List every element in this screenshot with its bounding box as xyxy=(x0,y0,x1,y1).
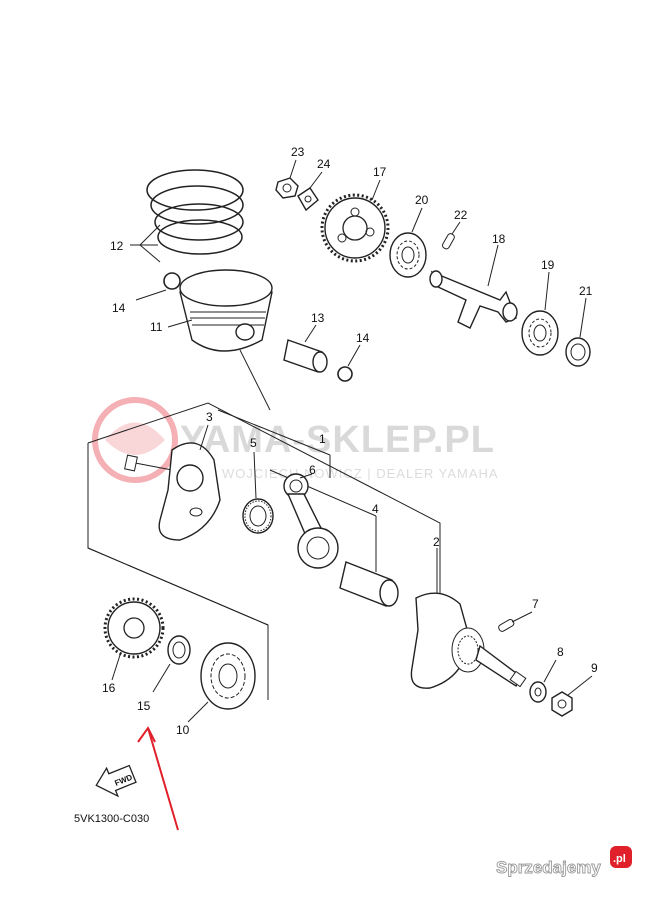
watermark-logo-icon xyxy=(92,397,178,483)
crank-web-right xyxy=(410,592,527,689)
marketplace-logo: Sprzedajemy .pl xyxy=(496,846,632,877)
annotation-arrow xyxy=(137,726,179,831)
watermark: YAMA-SKLEP.PL WOJCIECH NOWICZ | DEALER Y… xyxy=(92,397,499,483)
oil-seal xyxy=(565,337,591,367)
callout-11: 11 xyxy=(150,320,163,334)
callout-17: 17 xyxy=(373,165,387,179)
callout-10: 10 xyxy=(176,723,190,737)
woodruff-key-upper xyxy=(442,233,455,250)
piston-rings xyxy=(146,169,244,255)
callout-9: 9 xyxy=(591,661,598,675)
woodruff-key-lower xyxy=(498,619,515,632)
callout-3: 3 xyxy=(206,410,213,424)
circlip-left xyxy=(163,272,181,290)
callout-13: 13 xyxy=(311,311,325,325)
callout-20: 20 xyxy=(415,193,429,207)
bearing-upper-right xyxy=(521,310,559,356)
callout-15: 15 xyxy=(137,699,151,713)
primary-drive-gear xyxy=(103,597,165,659)
callout-leader-12 xyxy=(130,224,161,263)
watermark-title: YAMA-SKLEP.PL xyxy=(180,419,495,461)
callout-14-left: 14 xyxy=(112,301,126,315)
marketplace-logo-text: Sprzedajemy xyxy=(496,858,601,877)
callout-12: 12 xyxy=(110,239,124,253)
part-code: 5VK1300-C030 xyxy=(74,813,149,825)
callout-24: 24 xyxy=(317,157,331,171)
callout-22: 22 xyxy=(454,208,468,222)
crank-web-left xyxy=(124,442,221,541)
thrust-washer xyxy=(167,635,191,665)
callout-6: 6 xyxy=(309,463,316,477)
callout-1: 1 xyxy=(319,432,326,446)
callout-5: 5 xyxy=(250,436,257,450)
circlip-right xyxy=(337,366,353,382)
connecting-rod xyxy=(283,473,339,569)
callout-8: 8 xyxy=(557,645,564,659)
balancer-gear xyxy=(320,193,390,263)
crank-pin xyxy=(339,561,399,607)
callout-18: 18 xyxy=(492,232,506,246)
bearing-upper-left xyxy=(389,232,427,278)
watermark-subtitle: WOJCIECH NOWICZ | DEALER YAMAHA xyxy=(222,466,499,481)
crankshaft-assembly-frame xyxy=(87,402,441,700)
needle-bearing xyxy=(242,498,274,534)
callout-numbers: 1 2 3 4 5 6 7 8 9 10 11 12 13 14 14 15 1… xyxy=(102,145,598,737)
callout-16: 16 xyxy=(102,681,116,695)
piston-pin xyxy=(283,339,328,373)
callout-2: 2 xyxy=(433,535,440,549)
fwd-arrow-icon: FWD xyxy=(95,764,137,798)
main-bearing xyxy=(200,642,256,710)
crank-nut xyxy=(551,691,573,717)
washer xyxy=(297,187,319,212)
nut xyxy=(275,177,299,199)
piston xyxy=(179,269,273,352)
balancer-shaft xyxy=(429,270,518,329)
callout-21: 21 xyxy=(579,284,593,298)
crank-washer xyxy=(529,681,547,703)
callout-4: 4 xyxy=(372,502,379,516)
callout-23: 23 xyxy=(291,145,305,159)
callout-19: 19 xyxy=(541,258,555,272)
callout-7: 7 xyxy=(532,597,539,611)
callout-14-right: 14 xyxy=(356,331,370,345)
marketplace-logo-suffix: .pl xyxy=(613,853,626,865)
